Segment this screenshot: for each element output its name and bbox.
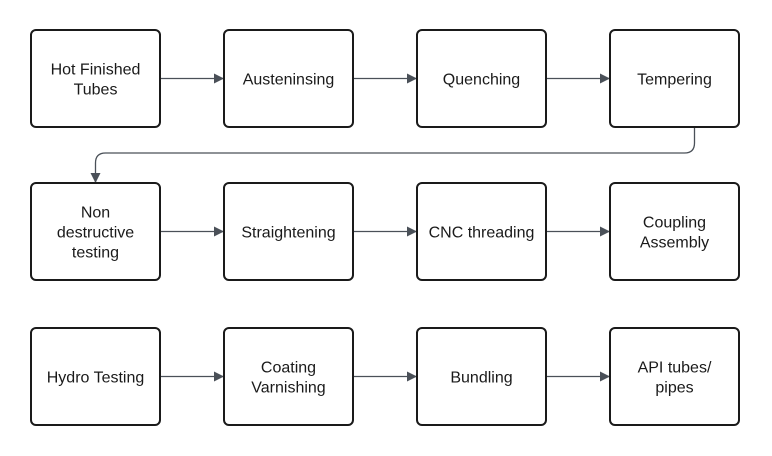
step-box	[609, 182, 740, 281]
step-box	[416, 182, 547, 281]
step-box	[416, 29, 547, 128]
step-label: CNC threading	[429, 225, 535, 242]
step-bundling: Bundling	[416, 327, 547, 426]
step-label: Bundling	[450, 370, 512, 387]
step-api-tubes-pipes: API tubes/pipes	[609, 327, 740, 426]
step-label-line: Non	[81, 205, 110, 222]
flow-arrow	[90, 127, 696, 183]
step-label-line: Quenching	[443, 72, 520, 89]
step-label-line: Straightening	[241, 225, 335, 242]
step-label-line: Coating	[261, 360, 316, 377]
step-label-line: Bundling	[450, 370, 512, 387]
step-box	[609, 327, 740, 426]
flow-connectors	[90, 73, 696, 382]
step-box	[223, 29, 354, 128]
step-box	[30, 327, 161, 426]
step-label-line: Austeninsing	[243, 72, 335, 89]
step-label-line: Tempering	[637, 72, 712, 89]
step-box	[223, 327, 354, 426]
step-label: Straightening	[241, 225, 335, 242]
step-label: API tubes/pipes	[638, 360, 712, 397]
step-label-line: Hot Finished	[51, 62, 141, 79]
step-straightening: Straightening	[223, 182, 354, 281]
step-box	[416, 327, 547, 426]
step-quenching: Quenching	[416, 29, 547, 128]
step-austeninsing: Austeninsing	[223, 29, 354, 128]
step-label-line: Assembly	[640, 235, 709, 252]
step-label-line: Coupling	[643, 215, 706, 232]
step-label: Austeninsing	[243, 72, 335, 89]
step-non-destructive-testing: Non destructive testing	[30, 182, 161, 281]
step-cnc-threading: CNC threading	[416, 182, 547, 281]
step-label: Hydro Testing	[47, 370, 145, 387]
step-box	[30, 29, 161, 128]
step-label: Quenching	[443, 72, 520, 89]
step-label-line: Tubes	[74, 82, 118, 99]
step-hydro-testing: Hydro Testing	[30, 327, 161, 426]
step-label-line: pipes	[655, 380, 693, 397]
step-label-line: destructive	[57, 225, 134, 242]
step-box	[609, 29, 740, 128]
step-label-line: API tubes/	[638, 360, 712, 377]
step-box	[223, 182, 354, 281]
step-label-line: Varnishing	[251, 380, 325, 397]
step-label-line: testing	[72, 245, 119, 262]
step-tempering: Tempering	[609, 29, 740, 128]
step-label-line: CNC threading	[429, 225, 535, 242]
step-label-line: Hydro Testing	[47, 370, 145, 387]
step-label: Non destructive testing	[57, 205, 134, 262]
step-box	[30, 182, 161, 281]
step-label: Tempering	[637, 72, 712, 89]
